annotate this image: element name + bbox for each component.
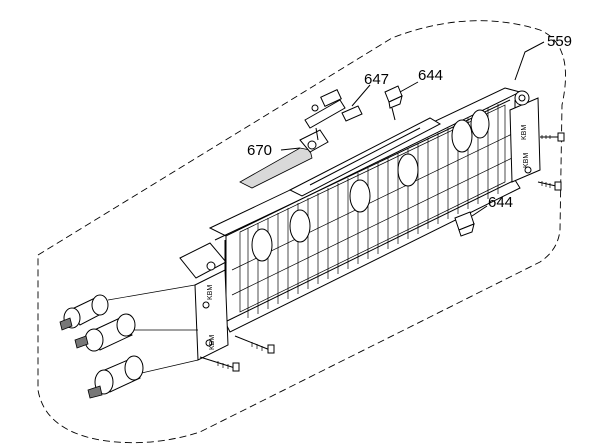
- screw-left-lower: [199, 356, 240, 372]
- bracket-644-bottom: [454, 211, 475, 237]
- pickup-roller-1: [59, 294, 109, 331]
- screw-right-upper: [540, 132, 565, 142]
- plate-mark-right-bottom: KBM: [523, 153, 530, 168]
- left-side-plate: KBM KBM: [179, 242, 229, 361]
- callout-part-b-top: 644: [418, 67, 443, 84]
- callout-part-b-bottom: 644: [488, 194, 513, 211]
- callout-part-c: 670: [247, 142, 272, 159]
- screws: [199, 132, 565, 372]
- bracket-647: [304, 89, 363, 141]
- screw-left-upper: [234, 335, 275, 354]
- screw-right-lower: [537, 181, 562, 191]
- assembly-boundary: [37, 20, 566, 444]
- lever-arm-670: [239, 129, 329, 189]
- main-frame: [208, 87, 522, 333]
- pickup-rollers: [59, 284, 199, 399]
- plate-mark-left-top: KBM: [207, 285, 214, 300]
- callout-part-a: 647: [364, 71, 389, 88]
- right-side-plate: KBM KBM: [509, 90, 541, 183]
- plate-mark-left-bottom: KBM: [209, 335, 216, 350]
- bracket-644-top: [384, 85, 403, 121]
- pickup-roller-3: [87, 355, 144, 399]
- inner-rollers: [251, 109, 490, 262]
- leader-lines: [280, 41, 545, 217]
- plate-mark-right-top: KBM: [521, 125, 528, 140]
- pickup-roller-2: [74, 313, 136, 352]
- callout-assembly: 559: [547, 33, 572, 50]
